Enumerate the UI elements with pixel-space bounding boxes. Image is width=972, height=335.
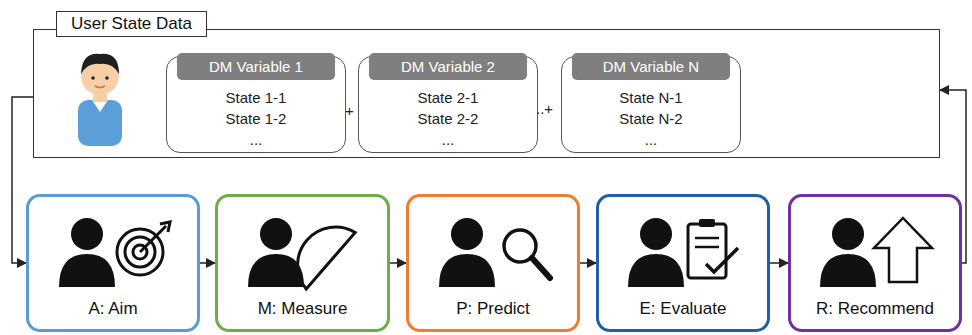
measure-icon: [248, 218, 366, 290]
variable-box: DM Variable 1 State 1-1State 1-2...: [166, 56, 346, 153]
state-item: State 2-2: [363, 108, 533, 129]
step-label: R: Recommend: [791, 299, 959, 319]
state-item: State 1-1: [171, 87, 341, 108]
state-panel: User State DataDM Variable 1State 1-1Sta…: [33, 29, 940, 158]
flow-arrow: [770, 262, 788, 264]
aim-icon: [59, 218, 170, 287]
process-box: R: Recommend: [788, 194, 962, 332]
process-box: M: Measure: [215, 194, 390, 332]
flow-arrow: [940, 90, 966, 263]
step-label: E: Evaluate: [599, 299, 767, 319]
predict-icon: [439, 218, 550, 287]
step-label: P: Predict: [409, 299, 577, 319]
step-label: A: Aim: [29, 299, 197, 319]
recommend-icon: [820, 218, 932, 287]
variable-heading: DM Variable N: [572, 53, 730, 80]
state-item: ...: [566, 129, 736, 150]
state-list: State 2-1State 2-2...: [363, 87, 533, 150]
flow-arrow: [12, 97, 33, 263]
state-item: ...: [171, 129, 341, 150]
evaluate-icon: [628, 218, 738, 287]
state-item: State N-2: [566, 108, 736, 129]
variable-heading: DM Variable 1: [177, 53, 335, 80]
state-list: State 1-1State 1-2...: [171, 87, 341, 150]
flow-arrow: [580, 262, 596, 264]
step-label: M: Measure: [218, 299, 387, 319]
variable-box: DM Variable 2 State 2-1State 2-2...: [358, 56, 538, 153]
state-item: ...: [363, 129, 533, 150]
state-item: State 2-1: [363, 87, 533, 108]
process-box: P: Predict: [406, 194, 580, 332]
flow-arrow: [200, 262, 215, 264]
user-figure: [78, 54, 122, 146]
state-item: State 1-2: [171, 108, 341, 129]
operator-label: +: [345, 102, 354, 119]
variable-heading: DM Variable 2: [369, 53, 527, 80]
state-item: State N-1: [566, 87, 736, 108]
panel-heading: User State Data: [56, 11, 207, 37]
process-box: A: Aim: [26, 194, 200, 332]
variable-box: DM Variable N State N-1State N-2...: [561, 56, 741, 153]
operator-label: ..+: [536, 100, 553, 117]
process-box: E: Evaluate: [596, 194, 770, 332]
state-list: State N-1State N-2...: [566, 87, 736, 150]
flow-arrow: [390, 262, 406, 264]
